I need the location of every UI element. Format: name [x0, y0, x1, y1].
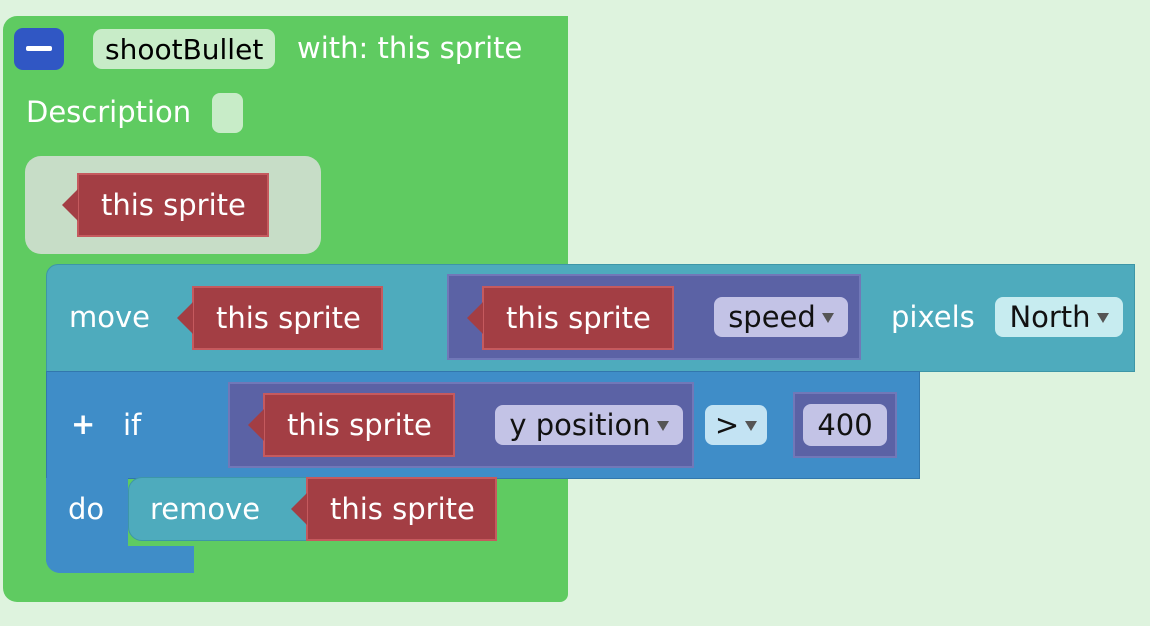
number-field[interactable]: 400	[803, 404, 887, 446]
move-this-sprite-label: this sprite	[216, 300, 361, 335]
y-property-dropdown[interactable]: y position	[495, 405, 683, 445]
param-this-sprite-label: this sprite	[101, 187, 246, 222]
y-property-dropdown-value: y position	[509, 408, 651, 442]
operator-dropdown[interactable]: >	[705, 405, 767, 445]
if-this-sprite[interactable]: this sprite	[248, 393, 455, 457]
remove-block[interactable]	[128, 477, 318, 541]
triangle-down-icon	[821, 313, 834, 323]
property-this-sprite-label: this sprite	[506, 300, 651, 335]
move-label: move	[69, 300, 150, 334]
procedure-name-field[interactable]: shootBullet	[93, 29, 276, 69]
if-block-foot	[46, 546, 194, 573]
remove-this-sprite-label: this sprite	[330, 491, 475, 526]
procedure-params-label: with: this sprite	[297, 31, 523, 65]
remove-label: remove	[150, 492, 261, 526]
triangle-down-icon	[656, 421, 669, 431]
procedure-block-edge	[565, 16, 568, 264]
direction-dropdown[interactable]: North	[995, 297, 1123, 337]
if-this-sprite-label: this sprite	[287, 407, 432, 442]
property-dropdown-value: speed	[728, 300, 816, 334]
triangle-down-icon	[745, 421, 758, 431]
direction-dropdown-value: North	[1009, 300, 1091, 334]
description-label: Description	[26, 95, 192, 129]
do-label: do	[68, 492, 105, 526]
remove-this-sprite[interactable]: this sprite	[291, 477, 497, 541]
triangle-down-icon	[1096, 313, 1109, 323]
param-this-sprite[interactable]: this sprite	[62, 173, 269, 237]
property-this-sprite[interactable]: this sprite	[467, 286, 674, 350]
description-input[interactable]	[212, 93, 243, 133]
if-label: if	[123, 408, 142, 442]
plus-icon[interactable]: +	[71, 407, 96, 441]
pixels-label: pixels	[891, 300, 975, 334]
move-this-sprite[interactable]: this sprite	[177, 286, 383, 350]
operator-dropdown-value: >	[714, 408, 740, 442]
property-dropdown[interactable]: speed	[714, 297, 848, 337]
collapse-minus-icon[interactable]	[14, 28, 64, 70]
